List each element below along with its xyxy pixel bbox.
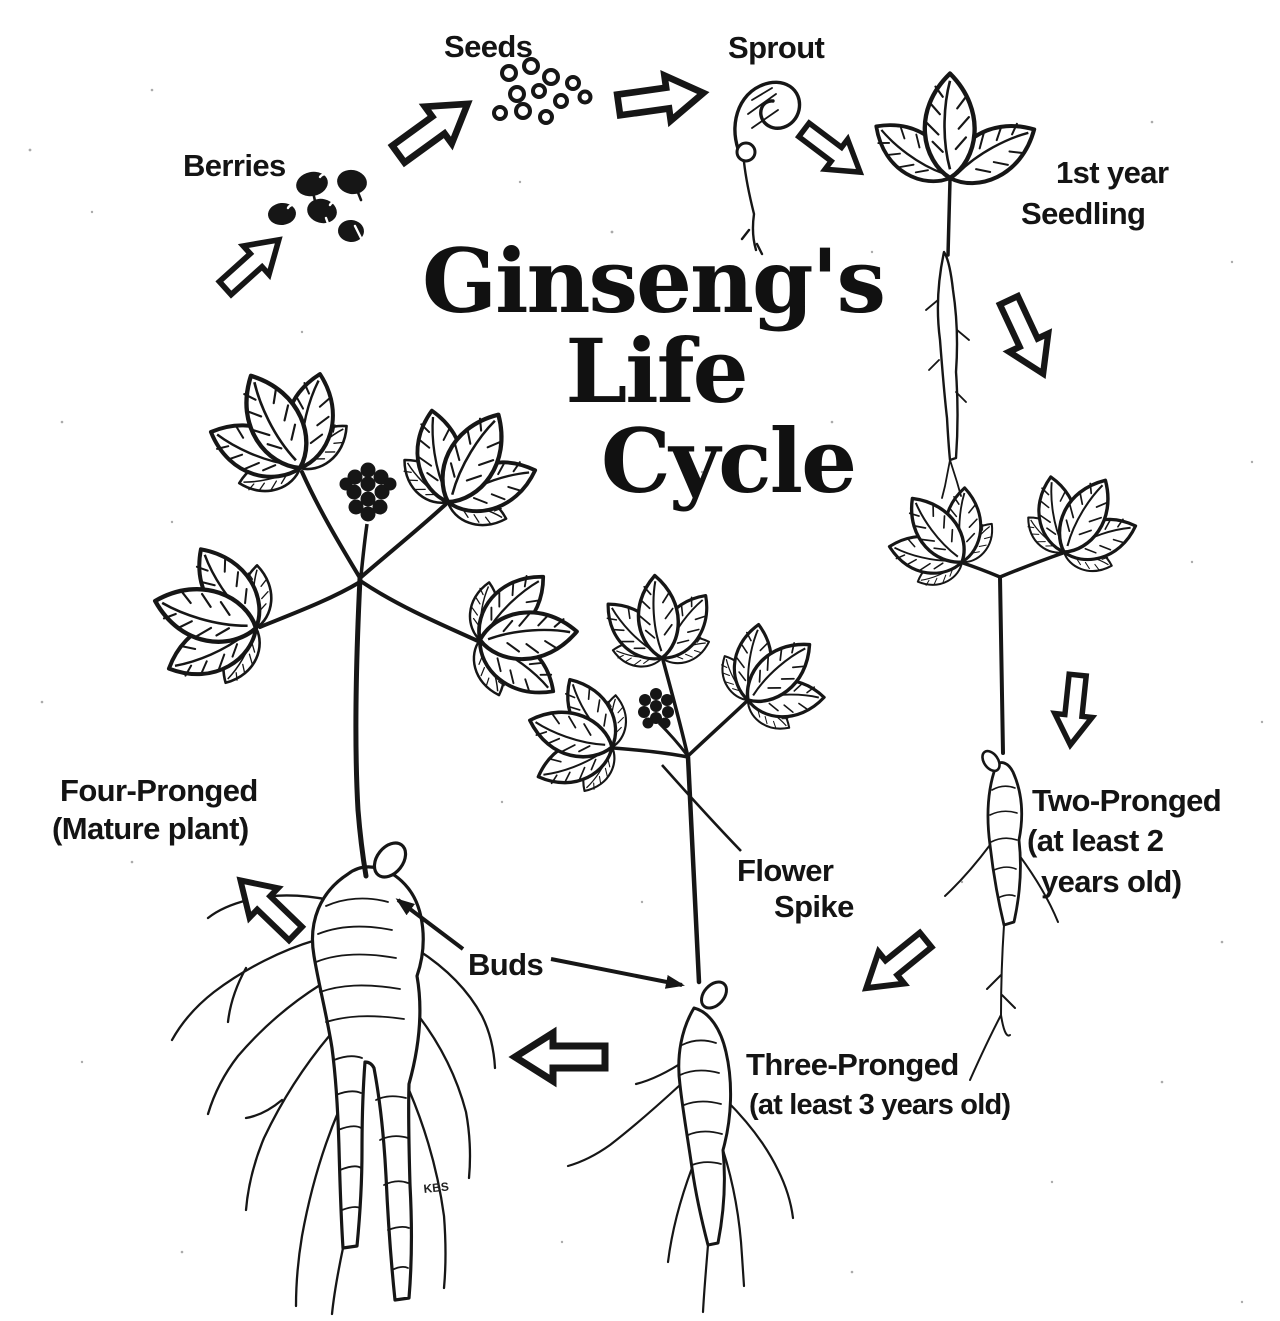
four-pronged-bud	[372, 841, 408, 879]
four-pronged-root	[170, 865, 497, 1316]
two-pronged-plant-illustration	[864, 449, 1160, 1081]
flow-arrow-two-pronged-growth	[1052, 673, 1097, 747]
flow-arrow-seedling-to-two-pronged	[989, 291, 1062, 383]
flow-arrow-seeds-to-sprout	[615, 70, 706, 127]
seeds-illustration	[492, 57, 593, 125]
flow-arrow-three-to-four-pronged	[515, 1033, 605, 1081]
flower-spike-label-line-1: Flower	[737, 853, 834, 888]
flow-arrow-sprout-to-seedling	[793, 115, 872, 187]
seedling-root	[925, 250, 970, 499]
buds-pointer-right	[550, 957, 685, 989]
flow-arrow-into-berries	[212, 226, 291, 303]
two-pronged-bud	[981, 749, 1001, 773]
flower-spike-label-line-2: Spike	[774, 889, 854, 924]
three-pronged-label-line-1: Three-Pronged	[746, 1047, 959, 1082]
seedling-label-line-1: 1st year	[1056, 155, 1169, 190]
berries-illustration	[268, 169, 367, 243]
seeds-label: Seeds	[444, 29, 532, 64]
two-pronged-label-line-3: years old)	[1041, 864, 1181, 899]
two-pronged-label-line-2: (at least 2	[1027, 823, 1163, 858]
sprout-label: Sprout	[728, 30, 825, 65]
three-pronged-root	[566, 1006, 795, 1314]
three-pronged-bud	[700, 980, 728, 1010]
flow-arrow-berries-to-seeds	[385, 85, 481, 172]
four-pronged-label-line-1: Four-Pronged	[60, 773, 258, 808]
seedling-label-line-2: Seedling	[1021, 196, 1145, 231]
annotation-pointers	[395, 764, 742, 989]
title-line-2: Life	[565, 319, 746, 423]
artist-signature: KBS	[423, 1179, 450, 1196]
four-pronged-plant-illustration	[135, 339, 584, 1316]
title-line-3: Cycle	[601, 409, 855, 513]
berries-label: Berries	[183, 148, 286, 183]
buds-label: Buds	[468, 947, 543, 982]
two-pronged-label-line-1: Two-Pronged	[1032, 783, 1221, 818]
title-line-1: Ginseng's	[422, 229, 884, 333]
first-year-seedling-illustration	[861, 74, 1046, 499]
diagram-title: Ginseng's Life Cycle	[422, 229, 886, 513]
flower-spike-leader-line	[661, 764, 742, 852]
three-pronged-label-line-2: (at least 3 years old)	[749, 1089, 1010, 1121]
flow-arrow-two-to-three-pronged	[853, 924, 938, 1004]
four-pronged-label-line-2: (Mature plant)	[52, 811, 249, 846]
flower-spike-cluster	[638, 688, 689, 756]
sprout-illustration	[733, 80, 802, 256]
flow-arrow-to-mature-plant	[226, 866, 309, 948]
buds-pointer-left	[395, 898, 465, 951]
paper-speckles	[28, 88, 1264, 1304]
three-pronged-plant-illustration	[509, 570, 851, 1314]
two-pronged-root	[944, 761, 1059, 1081]
four-pronged-berry-cluster	[339, 462, 397, 577]
